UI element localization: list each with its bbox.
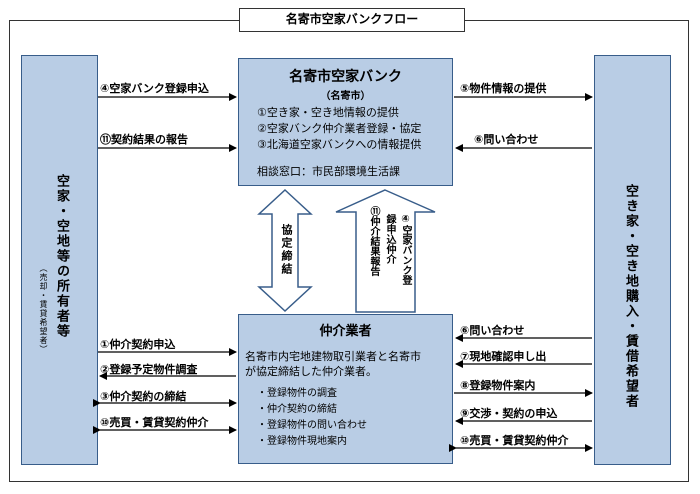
agent-item-4: ・登録物件現地案内 [257, 436, 347, 447]
bank-item-2: ②空家バンク仲介業者登録・協定 [257, 122, 422, 135]
registration-up-arrow [335, 189, 436, 313]
flow-label-b8: ⑧登録物件案内 [460, 379, 536, 392]
agreement-double-arrow [257, 188, 313, 313]
agent-item-1: ・登録物件の調査 [257, 388, 337, 399]
flow-label-b6: ⑥問い合わせ [460, 324, 525, 337]
bank-box: 名寄市空家バンク （名寄市） ①空き家・空き地情報の提供 ②空家バンク仲介業者登… [238, 58, 453, 186]
flow-label-b9: ⑨交渉・契約の申込 [460, 407, 558, 420]
buyer-label: 空き家・空き地購入・賃借希望者 [623, 184, 638, 409]
bank-item-1: ①空き家・空き地情報の提供 [257, 106, 399, 119]
flow-label-bank-5: ⑤物件情報の提供 [460, 82, 547, 95]
bank-item-3: ③北海道空家バンクへの情報提供 [257, 138, 422, 151]
flow-label-buyer-6: ⑥問い合わせ [474, 133, 539, 146]
agent-desc-line-2: が協定締結した仲介業者。 [245, 365, 377, 378]
flow-label-owner-11: ⑪契約結果の報告 [100, 133, 188, 146]
diagram-title: 名寄市空家バンクフロー [239, 8, 465, 32]
agreement-label: 協定締結 [280, 224, 293, 276]
bank-title: 名寄市空家バンク [289, 69, 402, 85]
flow-label-owner-4: ④空家バンク登録申込 [100, 82, 209, 95]
agent-description: 名寄市内宅地建物取引業者と名寄市 が協定締結した仲介業者。 [245, 349, 421, 379]
buyer-box: 空き家・空き地購入・賃借希望者 [594, 55, 671, 465]
flow-label-o1: ①仲介契約申込 [100, 338, 176, 351]
bank-subtitle: （名寄市） [320, 91, 371, 102]
owner-box: 空家・空地等の所有者等 （売却・賃貸希望者） [21, 55, 98, 465]
registration-label-col2: 録申込仲介 [384, 214, 395, 264]
bank-contact: 相談窓口：市民部環境生活課 [257, 165, 400, 178]
agent-desc-line-1: 名寄市内宅地建物取引業者と名寄市 [245, 350, 421, 363]
flow-label-o10: ⑩売買・賃貸契約仲介 [100, 416, 209, 429]
flow-label-o2: ②登録予定物件調査 [100, 363, 198, 376]
agent-title: 仲介業者 [319, 324, 372, 339]
flow-label-o3: ③仲介契約の締結 [100, 390, 187, 403]
registration-label-col3: ⑪仲介結果報告 [368, 206, 379, 276]
owner-sublabel: （売却・賃貸希望者） [39, 264, 48, 354]
flow-label-b7: ⑦現地確認申し出 [460, 350, 547, 363]
flow-label-b10: ⑩売買・賃貸契約仲介 [460, 434, 569, 447]
owner-label: 空家・空地等の所有者等 [54, 174, 69, 339]
agent-item-3: ・登録物件の問い合わせ [257, 420, 367, 431]
agent-item-2: ・仲介契約の締結 [257, 404, 337, 415]
registration-label-col1: ④空家バンク登 [400, 214, 411, 285]
agent-box: 仲介業者 名寄市内宅地建物取引業者と名寄市 が協定締結した仲介業者。 ・登録物件… [238, 314, 453, 464]
